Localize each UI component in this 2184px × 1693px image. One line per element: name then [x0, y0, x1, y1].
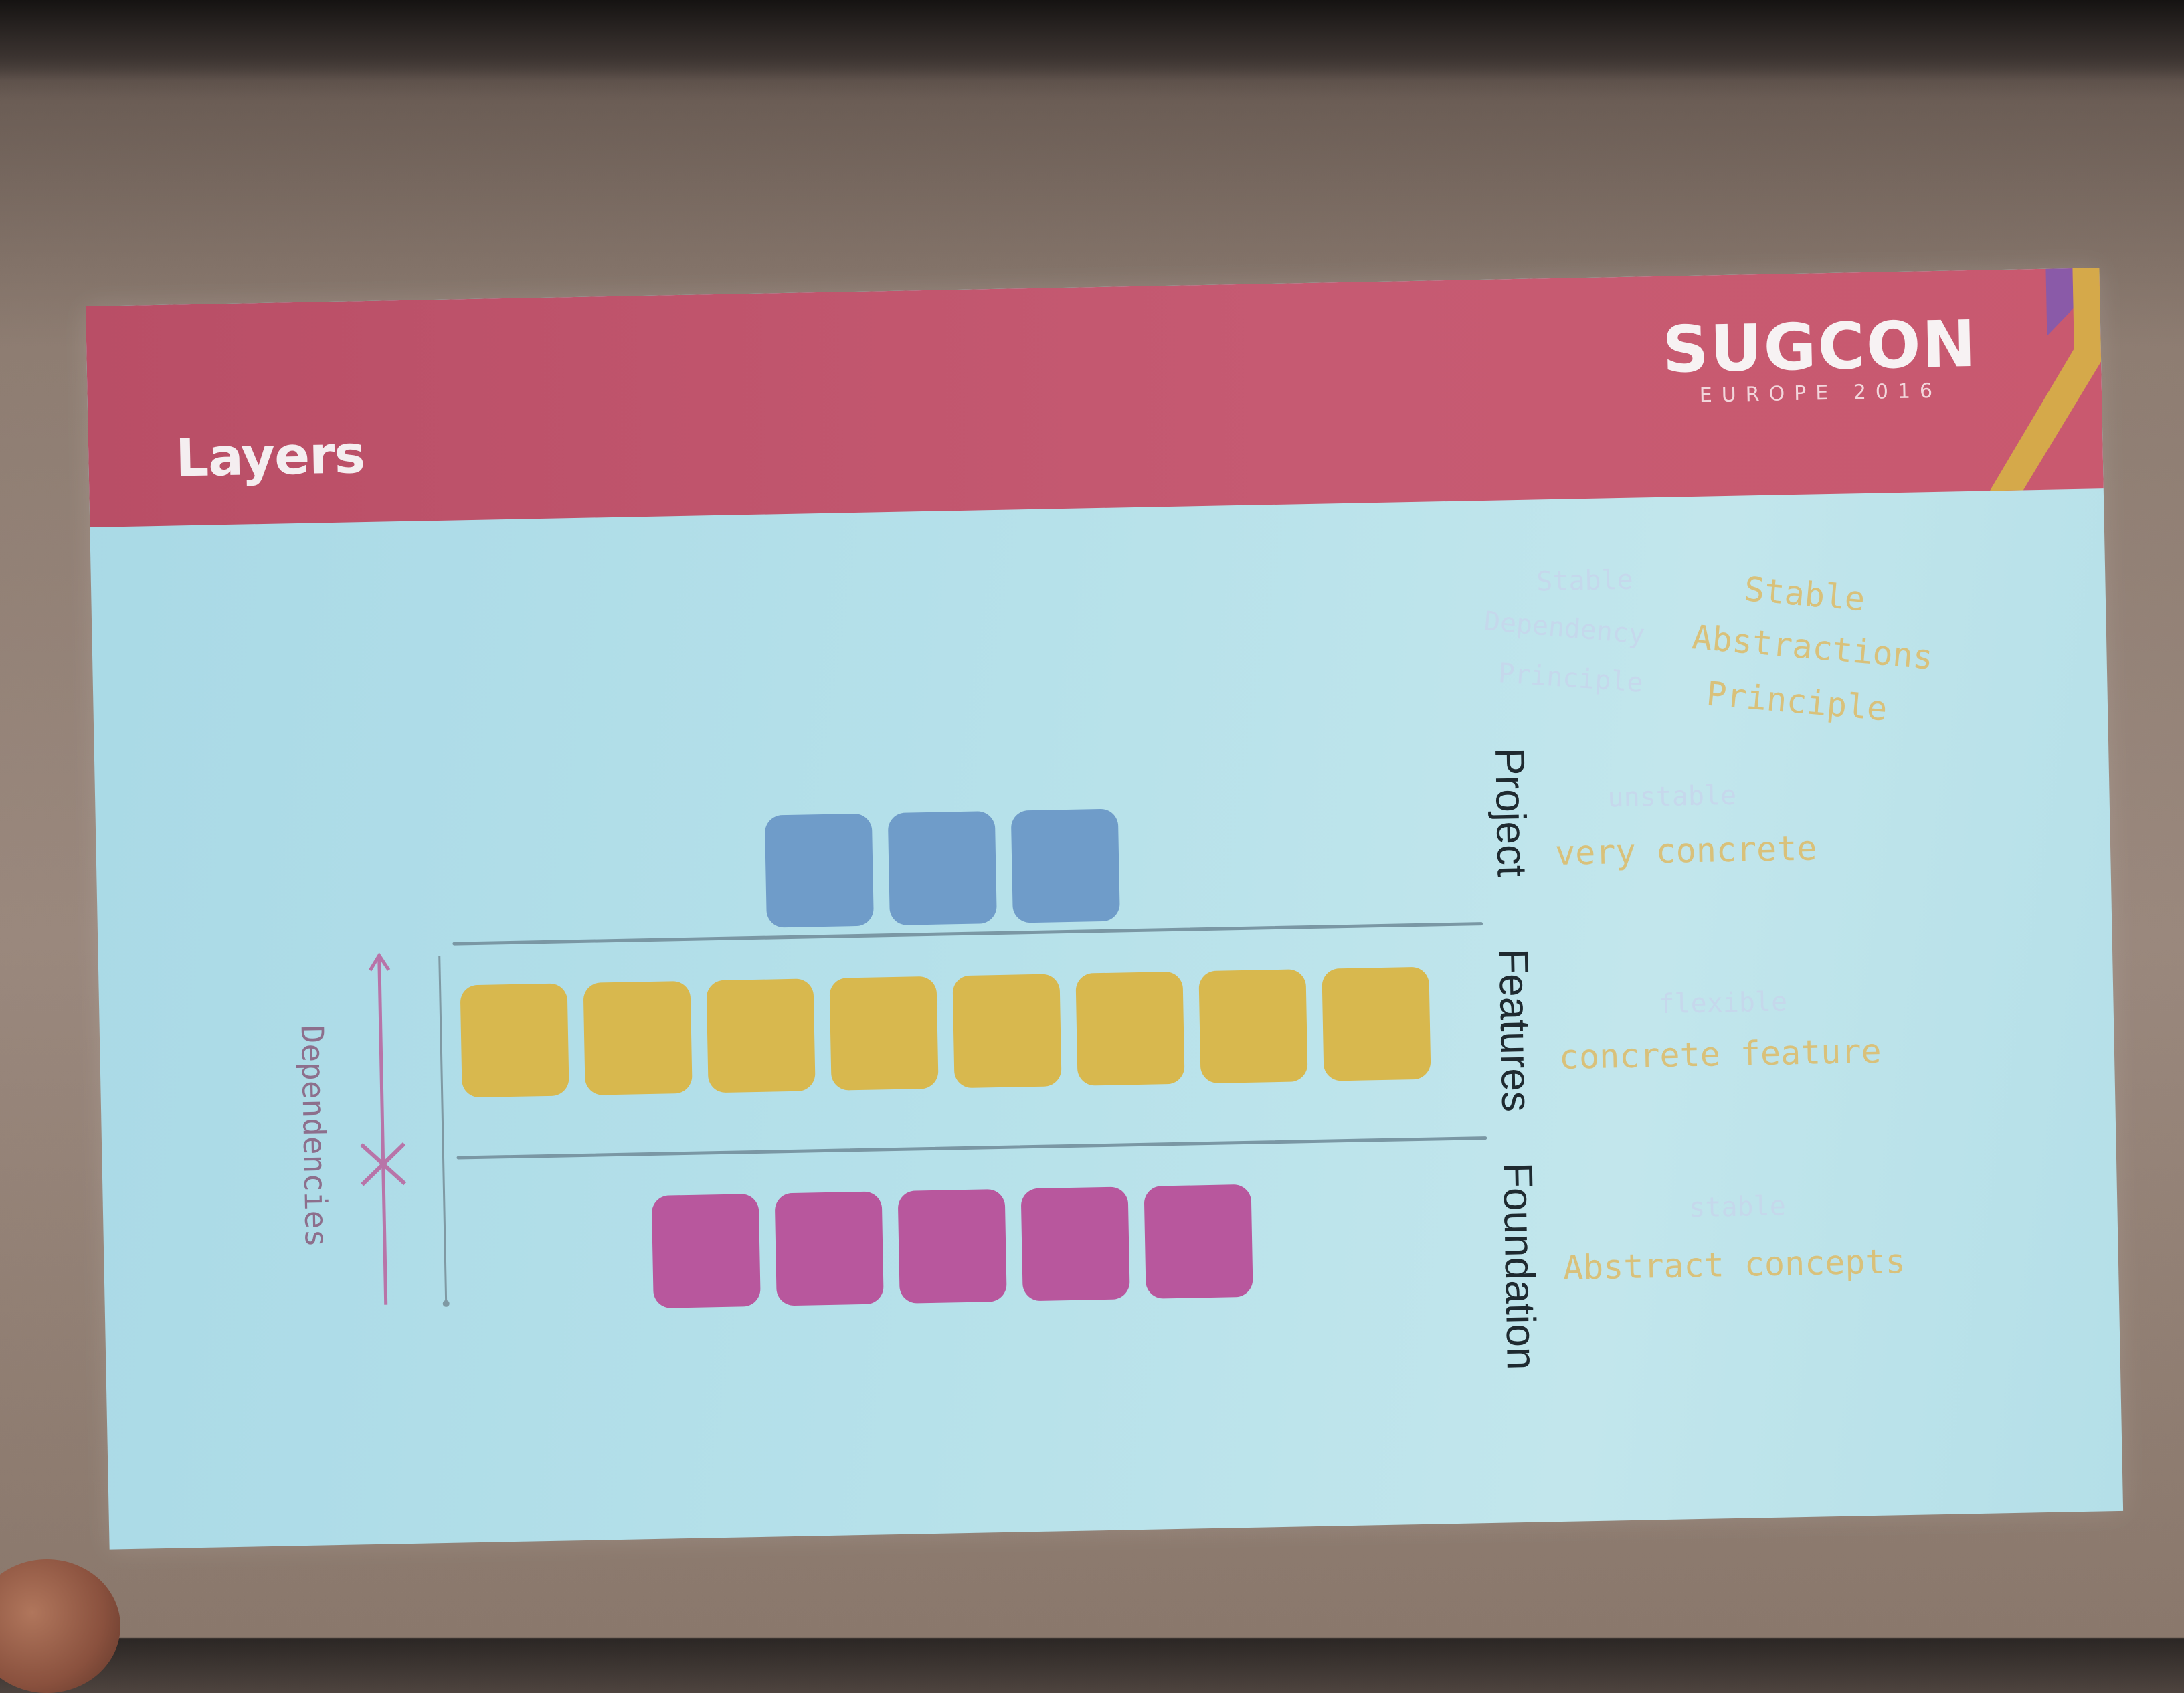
- dependency-arrows-icon: [360, 952, 450, 1307]
- feature-tile: [706, 978, 816, 1093]
- layer-label-features: Features: [1489, 948, 1540, 1113]
- note-stable: Stable: [1742, 569, 1867, 619]
- ceiling: [0, 0, 2184, 80]
- note-principle: Principle: [1704, 674, 1889, 729]
- projector-screen: Layers SUGCON EUROPE 2016 P: [86, 268, 2124, 1550]
- project-tile: [1010, 808, 1120, 923]
- audience-thumb: [0, 1559, 120, 1693]
- layer-divider: [456, 1136, 1487, 1160]
- feature-tile: [1322, 966, 1431, 1081]
- layer-divider: [452, 922, 1483, 946]
- feature-tile: [829, 976, 939, 1091]
- ghost-dependency: Dependency: [1483, 606, 1646, 650]
- feature-tile: [460, 983, 569, 1098]
- feature-tile: [583, 980, 693, 1095]
- foundation-tile: [1144, 1184, 1253, 1299]
- project-tile: [764, 813, 874, 928]
- ghost-stable: Stable: [1536, 564, 1634, 598]
- dependencies-label: Dependencies: [294, 1024, 335, 1248]
- note-abstract-concepts: Abstract concepts: [1562, 1242, 1906, 1287]
- ghost-unstable: unstable: [1607, 780, 1737, 814]
- foundation-tile: [1020, 1186, 1130, 1302]
- note-concrete-feature: concrete feature: [1558, 1031, 1882, 1077]
- foundation-tile: [774, 1191, 884, 1306]
- project-tile: [887, 811, 997, 926]
- layer-label-project: Project: [1486, 747, 1535, 877]
- page-number: [2001, 1447, 2004, 1458]
- copyright-footnote: [162, 1483, 165, 1494]
- layer-label-foundation: Foundation: [1493, 1162, 1544, 1371]
- feature-tile: [1198, 969, 1308, 1084]
- feature-tile: [952, 974, 1062, 1089]
- slide-title: Layers: [175, 425, 365, 489]
- logo-name: SUGCON: [1661, 306, 1978, 387]
- note-very-concrete: very concrete: [1554, 828, 1817, 873]
- ghost-flexible: flexible: [1658, 986, 1788, 1020]
- sugcon-logo: SUGCON EUROPE 2016: [1652, 306, 1989, 408]
- feature-tile: [1075, 971, 1185, 1086]
- foundation-tile: [651, 1193, 761, 1308]
- foundation-tile: [897, 1188, 1007, 1304]
- slide-header: Layers SUGCON EUROPE 2016: [86, 268, 2104, 527]
- note-abstractions: Abstractions: [1690, 618, 1935, 677]
- corner-stripes-icon: [1989, 268, 2102, 491]
- ghost-principle: Principle: [1497, 658, 1645, 699]
- ghost-stable-foundation: stable: [1688, 1190, 1787, 1224]
